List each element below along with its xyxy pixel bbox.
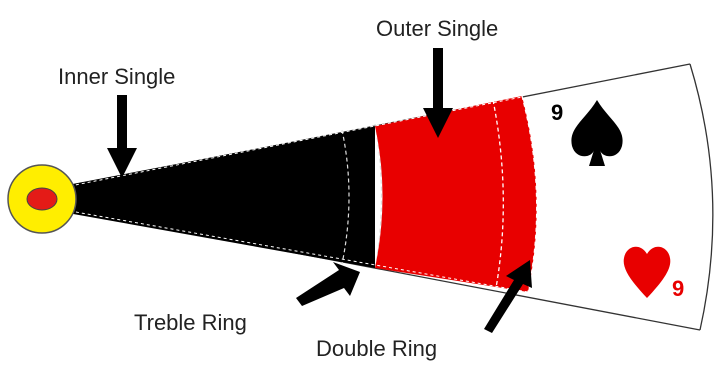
arrow-inner-single [107,95,137,178]
label-inner-single: Inner Single [58,64,175,89]
heart-mark: 9 [623,246,684,301]
treble-ring [341,123,383,271]
arrow-outer-single [423,48,453,138]
spade-number: 9 [551,100,563,125]
label-treble-ring: Treble Ring [134,310,247,335]
arrow-treble-ring [296,262,360,306]
double-ring [492,95,538,293]
spade-mark: 9 [551,100,623,166]
spade-icon [571,100,623,166]
inner-single-region [62,126,375,268]
heart-number: 9 [672,276,684,301]
arrows [107,48,532,333]
inner-bull [26,187,58,211]
label-outer-single: Outer Single [376,16,498,41]
arrow-double-ring [484,260,532,333]
bullseye [7,164,77,234]
outer-single-region [375,96,537,292]
heart-icon [623,246,671,298]
segment-edges [69,96,529,293]
label-double-ring: Double Ring [316,336,437,361]
